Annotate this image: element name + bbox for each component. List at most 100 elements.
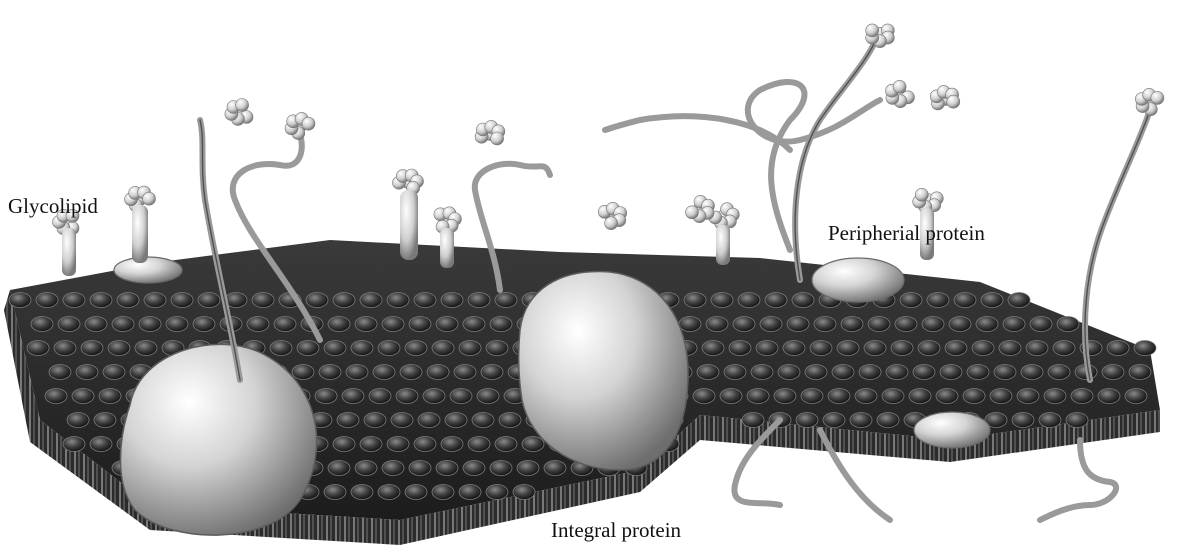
phospholipid-head	[193, 317, 215, 332]
phospholipid-head	[49, 365, 71, 380]
phospholipid-head	[949, 317, 971, 332]
phospholipid-head	[1039, 413, 1061, 428]
phospholipid-head	[981, 293, 1003, 308]
phospholipid-head	[198, 293, 220, 308]
phospholipid-head	[877, 413, 899, 428]
phospholipid-head	[427, 365, 449, 380]
phospholipid-head	[463, 461, 485, 476]
integral-protein-center	[519, 272, 688, 470]
phospholipid-head	[751, 365, 773, 380]
phospholipid-head	[472, 413, 494, 428]
phospholipid-head	[1134, 341, 1156, 356]
phospholipid-head	[1017, 389, 1039, 404]
phospholipid-head	[135, 341, 157, 356]
phospholipid-head	[436, 461, 458, 476]
phospholipid-head	[918, 341, 940, 356]
phospholipid-head	[468, 293, 490, 308]
phospholipid-head	[373, 365, 395, 380]
phospholipid-head	[1066, 413, 1088, 428]
phospholipid-head	[760, 317, 782, 332]
phospholipid-head	[117, 293, 139, 308]
phospholipid-head	[405, 341, 427, 356]
sugar-residue	[893, 80, 906, 93]
phospholipid-head	[90, 293, 112, 308]
phospholipid-head	[369, 389, 391, 404]
phospholipid-head	[490, 317, 512, 332]
phospholipid-head	[292, 365, 314, 380]
phospholipid-head	[139, 317, 161, 332]
phospholipid-head	[747, 389, 769, 404]
phospholipid-head	[112, 317, 134, 332]
phospholipid-head	[463, 317, 485, 332]
phospholipid-head	[729, 341, 751, 356]
phospholipid-head	[391, 413, 413, 428]
glycolipid-label: Glycolipid	[8, 196, 98, 217]
phospholipid-head	[477, 389, 499, 404]
phospholipid-head	[693, 389, 715, 404]
phospholipid-head	[1044, 389, 1066, 404]
phospholipid-head	[319, 365, 341, 380]
phospholipid-head	[1008, 293, 1030, 308]
phospholipid-head	[445, 413, 467, 428]
phospholipid-head	[940, 365, 962, 380]
phospholipid-head	[409, 317, 431, 332]
sugar-residue	[143, 192, 156, 205]
phospholipid-head	[382, 461, 404, 476]
phospholipid-head	[85, 317, 107, 332]
phospholipid-head	[1021, 365, 1043, 380]
phospholipid-head	[486, 341, 508, 356]
phospholipid-head	[166, 317, 188, 332]
phospholipid-head	[1030, 317, 1052, 332]
phospholipid-head	[103, 365, 125, 380]
phospholipid-head	[90, 437, 112, 452]
phospholipid-head	[468, 437, 490, 452]
phospholipid-head	[697, 365, 719, 380]
phospholipid-head	[364, 413, 386, 428]
phospholipid-head	[792, 293, 814, 308]
sugar-residue	[605, 217, 618, 230]
sugar-residue	[947, 95, 960, 108]
phospholipid-head	[864, 341, 886, 356]
phospholipid-head	[346, 365, 368, 380]
phospholipid-head	[1098, 389, 1120, 404]
phospholipid-head	[454, 365, 476, 380]
phospholipid-head	[994, 365, 1016, 380]
phospholipid-head	[414, 293, 436, 308]
phospholipid-head	[972, 341, 994, 356]
phospholipid-head	[1053, 341, 1075, 356]
sugar-residue	[1151, 91, 1164, 104]
sugar-residue	[302, 117, 315, 130]
phospholipid-head	[171, 293, 193, 308]
phospholipid-head	[841, 317, 863, 332]
phospholipid-head	[54, 341, 76, 356]
phospholipid-head	[513, 485, 535, 500]
phospholipid-head	[351, 341, 373, 356]
phospholipid-head	[459, 341, 481, 356]
phospholipid-head	[850, 413, 872, 428]
phospholipid-head	[378, 341, 400, 356]
phospholipid-head	[409, 461, 431, 476]
phospholipid-head	[544, 461, 566, 476]
phospholipid-head	[355, 317, 377, 332]
phospholipid-head	[324, 485, 346, 500]
phospholipid-head	[828, 389, 850, 404]
phospholipid-head	[490, 461, 512, 476]
phospholipid-head	[481, 365, 503, 380]
phospholipid-head	[774, 389, 796, 404]
phospholipid-head	[1026, 341, 1048, 356]
phospholipid-head	[360, 293, 382, 308]
phospholipid-head	[945, 341, 967, 356]
phospholipid-head	[859, 365, 881, 380]
phospholipid-head	[823, 413, 845, 428]
phospholipid-head	[1102, 365, 1124, 380]
phospholipid-head	[891, 341, 913, 356]
phospholipid-head	[27, 341, 49, 356]
phospholipid-head	[909, 389, 931, 404]
phospholipid-head	[868, 317, 890, 332]
sugar-residue	[236, 99, 249, 112]
phospholipid-head	[801, 389, 823, 404]
phospholipid-head	[1129, 365, 1151, 380]
phospholipid-head	[450, 389, 472, 404]
phospholipid-head	[360, 437, 382, 452]
